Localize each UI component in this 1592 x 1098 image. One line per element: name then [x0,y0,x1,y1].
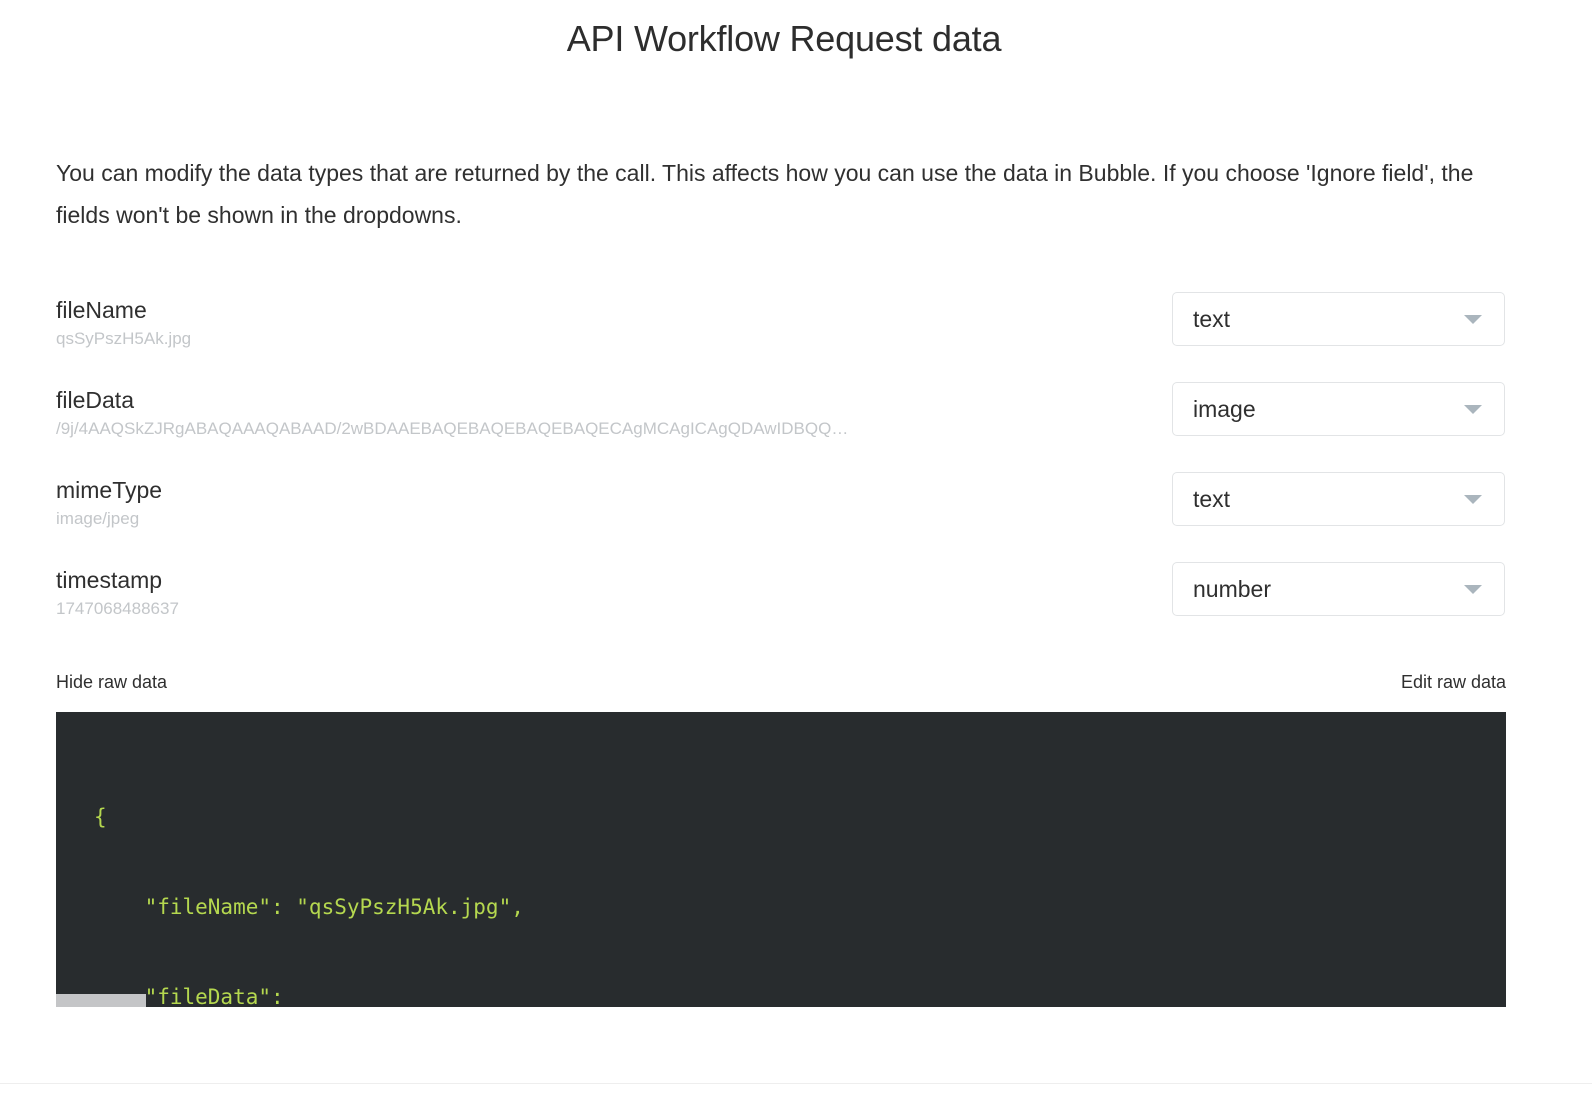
hide-raw-data-link[interactable]: Hide raw data [56,672,168,692]
field-row: mimeType image/jpeg text [0,472,1592,566]
field-value-preview: image/jpeg [56,509,140,528]
field-type-dropdown[interactable]: text [1172,292,1505,346]
field-name-label: fileData [56,387,134,413]
field-row: timestamp 1747068488637 number [0,562,1592,656]
code-line: "fileData": [94,985,284,1007]
description-text: You can modify the data types that are r… [56,160,1474,228]
field-value-preview: /9j/4AAQSkZJRgABAQAAAQABAAD/2wBDAAEBAQEB… [56,419,849,438]
field-info: mimeType image/jpeg [56,476,1146,531]
field-list: fileName qsSyPszH5Ak.jpg text fileData /… [0,292,1592,656]
field-value-preview: 1747068488637 [56,599,179,618]
chevron-down-icon [1464,494,1482,504]
field-name-label: mimeType [56,477,163,503]
horizontal-scrollbar-thumb[interactable] [56,994,146,1007]
field-type-value: number [1193,576,1271,602]
field-name-label: timestamp [56,567,163,593]
field-name-label: fileName [56,297,147,323]
chevron-down-icon [1464,404,1482,414]
edit-raw-data-link[interactable]: Edit raw data [1400,672,1506,692]
field-type-value: text [1193,486,1231,512]
chevron-down-icon [1464,314,1482,324]
field-type-dropdown[interactable]: number [1172,562,1505,616]
field-type-dropdown[interactable]: image [1172,382,1505,436]
horizontal-scrollbar[interactable] [56,994,1506,1007]
footer-divider [0,1083,1592,1084]
page-title: API Workflow Request data [566,18,1002,59]
raw-data-toolbar: Hide raw data Edit raw data [56,672,1506,698]
raw-data-code-block[interactable]: { "fileName": "qsSyPszH5Ak.jpg", "fileDa… [56,712,1506,1007]
field-value-preview: qsSyPszH5Ak.jpg [56,329,192,348]
field-type-value: image [1193,396,1256,422]
code-line: "fileName": "qsSyPszH5Ak.jpg", [94,895,524,919]
field-row: fileData /9j/4AAQSkZJRgABAQAAAQABAAD/2wB… [0,382,1592,476]
field-type-value: text [1193,306,1231,332]
raw-data-code-content: { "fileName": "qsSyPszH5Ak.jpg", "fileDa… [56,712,1506,1007]
field-type-dropdown[interactable]: text [1172,472,1505,526]
field-info: fileName qsSyPszH5Ak.jpg [56,296,1146,351]
code-line: { [94,805,107,829]
field-info: timestamp 1747068488637 [56,566,1146,621]
field-row: fileName qsSyPszH5Ak.jpg text [0,292,1592,386]
field-info: fileData /9j/4AAQSkZJRgABAQAAAQABAAD/2wB… [56,386,1146,441]
chevron-down-icon [1464,584,1482,594]
